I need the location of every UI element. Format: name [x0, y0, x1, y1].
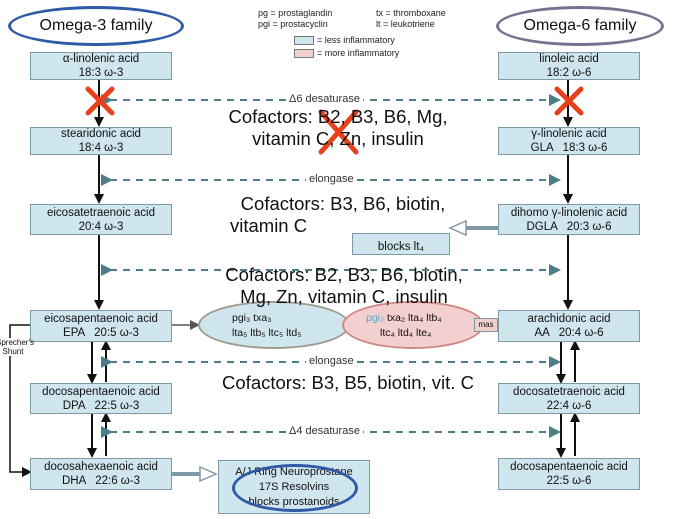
- omega6-node-dta: docosatetraenoic acid 22:4 ω-6: [498, 383, 640, 414]
- resolvins-highlight-oval: [232, 464, 358, 512]
- omega6-family-oval: Omega-6 family: [496, 6, 664, 46]
- omega3-node-dha: docosahexaenoic acid DHA 22:6 ω-3: [30, 458, 172, 490]
- epa-eicosanoids-box: [198, 301, 350, 349]
- node-code: DPA 22:5 ω-3: [62, 399, 140, 412]
- aa-eicosanoids-line1: pgi₂ txa₂ lta₄ ltb₄: [366, 311, 442, 325]
- omega3-node-eta: eicosatetraenoic acid 20:4 ω-3: [30, 204, 172, 235]
- block-x-icon: [85, 86, 115, 116]
- node-name: docosahexaenoic acid: [44, 461, 158, 473]
- omega6-node-dpa: docosapentaenoic acid 22:5 ω-6: [498, 458, 640, 490]
- enzyme-d4-desaturase: Δ4 desaturase: [286, 425, 363, 437]
- node-name: α-linolenic acid: [62, 53, 140, 65]
- aa-eicosanoids-line2: ltc₄ ltd₄ lte₄: [380, 327, 432, 339]
- block-x-icon: [318, 109, 359, 155]
- cofactors-1-line1: Cofactors: B2, B3, B6, Mg,: [228, 106, 448, 127]
- omega6-node-dgla: dihomo γ-linolenic acid DGLA 20:3 ω-6: [498, 204, 640, 235]
- node-name: docosapentaenoic acid: [42, 385, 160, 398]
- omega3-node-sda: stearidonic acid 18:4 ω-3: [30, 127, 172, 155]
- omega3-node-dpa: docosapentaenoic acid DPA 22:5 ω-3: [30, 383, 172, 414]
- node-name: γ-linolenic acid: [531, 128, 607, 140]
- node-name: stearidonic acid: [61, 128, 141, 140]
- omega6-family-label: Omega-6 family: [523, 17, 637, 34]
- omega3-family-oval: Omega-3 family: [8, 6, 184, 46]
- node-code: 18:3 ω-3: [78, 67, 124, 79]
- omega6-node-aa: arachidonic acid AA 20:4 ω-6: [498, 310, 640, 342]
- more-inflammatory-swatch: [294, 49, 314, 59]
- node-code: 18:2 ω-6: [546, 67, 592, 79]
- enzyme-elongase-2: elongase: [306, 355, 357, 367]
- node-code: 20:4 ω-3: [78, 220, 124, 233]
- mask-tag-text: mas: [478, 320, 494, 329]
- blocks-lt4-text: blocks lt₄: [377, 241, 425, 253]
- node-name: arachidonic acid: [527, 313, 611, 325]
- aa-eicosanoids-line1-rest: txa₂ lta₄ ltb₄: [384, 312, 442, 324]
- cofactors-1-line2: vitamin C, Zn, insulin: [252, 128, 424, 149]
- legend-tx: tx = thromboxane: [376, 8, 446, 18]
- node-name: dihomo γ-linolenic acid: [510, 206, 628, 219]
- cofactors-3: Cofactors: B2, B3, B6, biotin, Mg, Zn, v…: [196, 264, 492, 308]
- node-name: docosatetraenoic acid: [513, 385, 625, 398]
- node-name: eicosapentaenoic acid: [44, 313, 158, 325]
- block-x-icon: [554, 86, 584, 116]
- omega3-node-ala: α-linolenic acid 18:3 ω-3: [30, 52, 172, 80]
- legend: pg = prostaglandin tx = thromboxane pgi =…: [258, 8, 446, 59]
- node-name: docosapentaenoic acid: [510, 461, 628, 473]
- epa-eicosanoids-line1: pgi₃ txa₃: [232, 312, 272, 324]
- node-name: linoleic acid: [539, 53, 599, 65]
- enzyme-elongase-1: elongase: [306, 173, 357, 185]
- sprechers-shunt-label: Sprecher's Shunt: [0, 338, 34, 356]
- cofactors-2-line2: vitamin C: [230, 215, 308, 236]
- cofactors-4-line: Cofactors: B3, B5, biotin, vit. C: [222, 372, 474, 393]
- node-code: 18:4 ω-3: [78, 142, 124, 154]
- node-code: AA 20:4 ω-6: [534, 327, 604, 339]
- node-code: EPA 20:5 ω-3: [63, 327, 139, 339]
- cofactors-4: Cofactors: B3, B5, biotin, vit. C: [206, 372, 490, 394]
- legend-less: = less inflammatory: [317, 35, 395, 45]
- node-code: 22:4 ω-6: [546, 399, 592, 412]
- node-code: DGLA 20:3 ω-6: [526, 220, 612, 233]
- blocks-lt4-box: blocks lt₄: [352, 233, 450, 255]
- cofactors-1: Cofactors: B2, B3, B6, Mg, vitamin C, Zn…: [210, 106, 466, 150]
- mask-tag: mas: [474, 318, 498, 332]
- node-name: eicosatetraenoic acid: [46, 206, 156, 219]
- cofactors-2: Cofactors: B3, B6, biotin, vitamin C: [224, 193, 462, 237]
- omega3-family-label: Omega-3 family: [39, 17, 153, 34]
- omega6-node-gla: γ-linolenic acid GLA 18:3 ω-6: [498, 127, 640, 155]
- legend-pg: pg = prostaglandin: [258, 8, 333, 18]
- cofactors-3-line2: Mg, Zn, vitamin C, insulin: [240, 286, 448, 307]
- node-code: GLA 18:3 ω-6: [530, 142, 608, 154]
- omega3-node-epa: eicosapentaenoic acid EPA 20:5 ω-3: [30, 310, 172, 342]
- less-inflammatory-swatch: [294, 36, 314, 46]
- legend-more: = more inflammatory: [317, 48, 400, 58]
- node-code: DHA 22:6 ω-3: [61, 475, 140, 487]
- cofactors-3-line1: Cofactors: B2, B3, B6, biotin,: [225, 264, 463, 285]
- legend-pgi: pgi = prostacyclin: [258, 19, 328, 29]
- epa-eicosanoids-line2: lta₅ ltb₅ ltc₅ ltd₅: [232, 327, 302, 339]
- omega6-node-la: linoleic acid 18:2 ω-6: [498, 52, 640, 80]
- pgi2-label: pgi₂: [366, 312, 385, 324]
- legend-lt: lt = leukotriene: [376, 19, 435, 29]
- cofactors-2-line1: Cofactors: B3, B6, biotin,: [240, 193, 446, 214]
- enzyme-d6-desaturase: Δ6 desaturase: [286, 93, 363, 105]
- node-code: 22:5 ω-6: [546, 475, 592, 487]
- aa-eicosanoids-box: [342, 301, 484, 349]
